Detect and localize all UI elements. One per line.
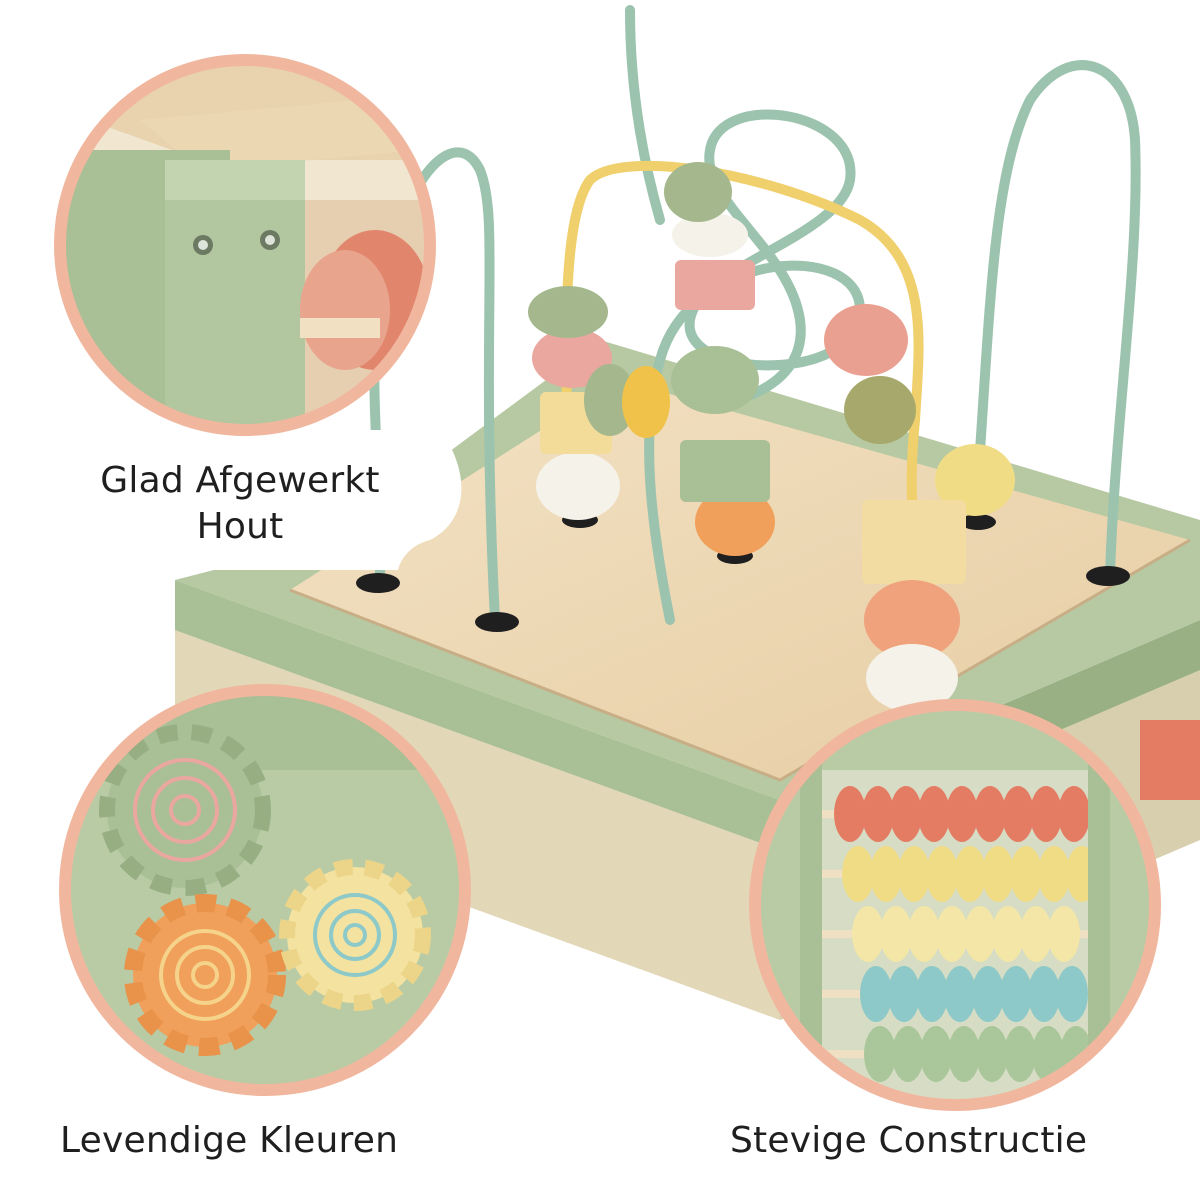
bead-green-center — [671, 346, 759, 414]
bead-cube-salmon — [675, 260, 755, 310]
gear-green — [99, 724, 271, 896]
bead-white-right — [866, 644, 958, 712]
bead-mustard — [622, 366, 670, 438]
bead-orange — [695, 488, 775, 556]
bead-green-disc-2 — [584, 364, 636, 436]
abacus-edge-peek — [1140, 720, 1200, 800]
bead-cube-green — [680, 440, 770, 502]
zoom-circle-abacus — [749, 699, 1161, 1111]
bead-white — [536, 452, 620, 520]
caption-sturdy-construction: Stevige Constructie — [730, 1120, 1088, 1161]
wire-green-tall — [625, 5, 665, 225]
bead-coral-round — [824, 304, 908, 376]
caption-vivid-colors: Levendige Kleuren — [60, 1120, 399, 1161]
bead-yellow-right — [935, 444, 1015, 516]
wire-green-right — [970, 60, 1141, 580]
bead-cube-yellow-right — [862, 500, 966, 584]
caption-smooth-wood: Glad Afgewerkt Hout — [60, 458, 420, 550]
gear-orange — [124, 894, 286, 1056]
gear-yellow — [279, 859, 431, 1011]
caption-bubble-shape — [0, 430, 462, 570]
wire-green-left — [369, 147, 500, 625]
zoom-circle-gears — [59, 684, 471, 1096]
caption-smooth-wood-line2: Hout — [196, 506, 284, 547]
bead-peach — [864, 580, 960, 660]
beads — [528, 162, 1015, 712]
wire-yellow — [561, 160, 924, 525]
cube-frame-front — [175, 580, 780, 850]
abacus-rows — [820, 786, 1098, 1082]
caption-smooth-wood-line1: Glad Afgewerkt — [100, 460, 380, 501]
bead-olive-disc — [844, 376, 916, 444]
bead-green-disc — [528, 286, 608, 338]
zoom-circle-wood-corner — [54, 54, 436, 436]
bead-white-top — [672, 213, 748, 257]
wire-base-caps — [356, 512, 1130, 632]
bead-pink — [532, 328, 612, 388]
bead-green-top — [664, 162, 732, 222]
